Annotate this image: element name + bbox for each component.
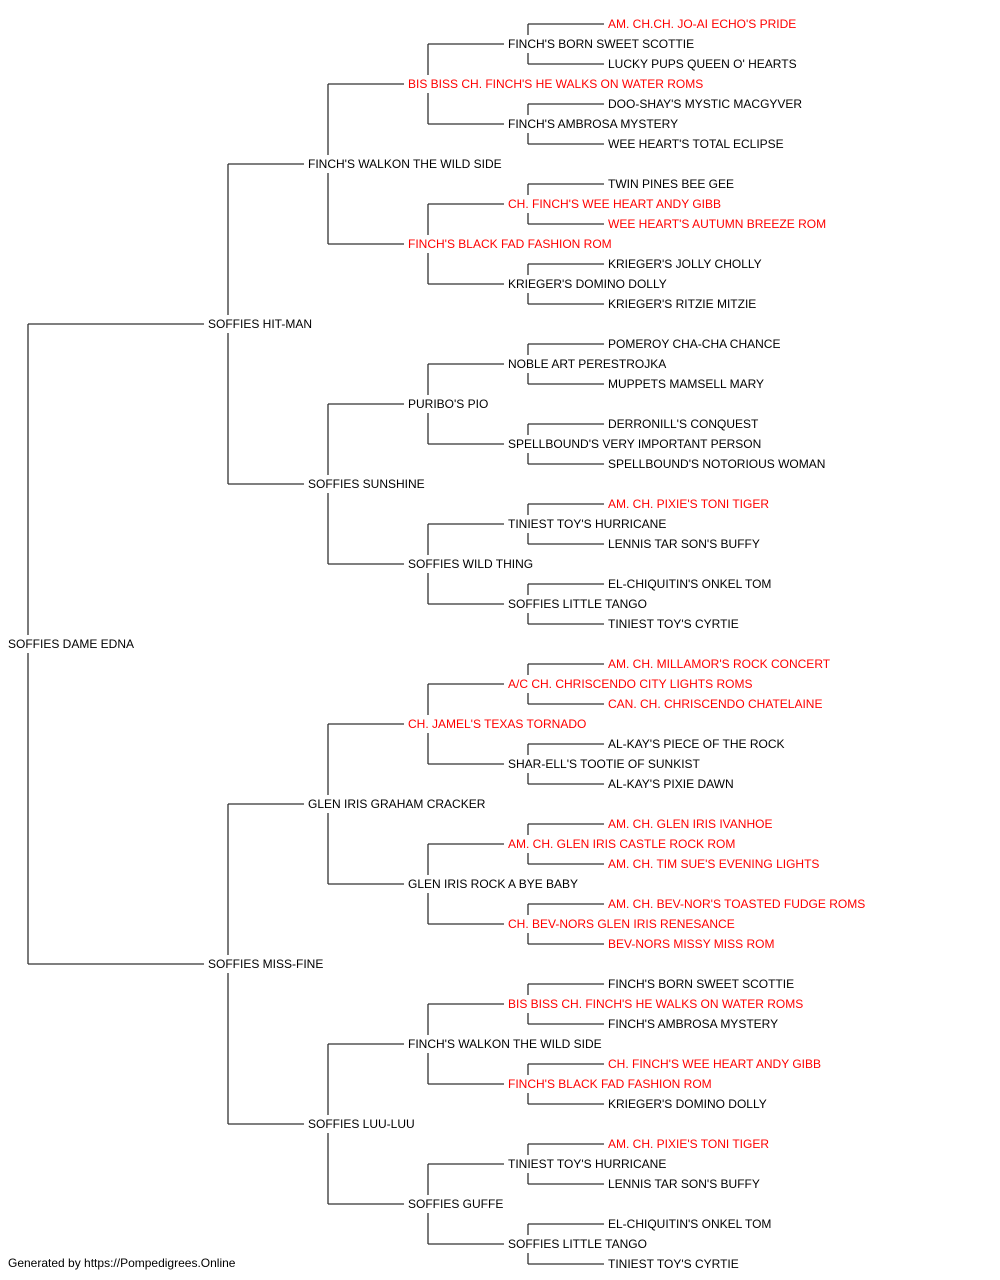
dog-name-label: SOFFIES LUU-LUU [308, 1117, 415, 1131]
dog-name-label: AM. CH.CH. JO-AI ECHO'S PRIDE [608, 17, 796, 31]
dog-name-label: SOFFIES WILD THING [408, 557, 533, 571]
dog-name-label: SOFFIES SUNSHINE [308, 477, 425, 491]
dog-name-label: DERRONILL'S CONQUEST [608, 417, 759, 431]
dog-name-label: KRIEGER'S DOMINO DOLLY [508, 277, 667, 291]
dog-name-label: AM. CH. GLEN IRIS CASTLE ROCK ROM [508, 837, 735, 851]
dog-name-label: WEE HEART'S AUTUMN BREEZE ROM [608, 217, 826, 231]
dog-name-label: AM. CH. TIM SUE'S EVENING LIGHTS [608, 857, 819, 871]
dog-name-label: BEV-NORS MISSY MISS ROM [608, 937, 774, 951]
dog-name-label: TINIEST TOY'S CYRTIE [608, 1257, 739, 1271]
dog-name-label: CH. FINCH'S WEE HEART ANDY GIBB [508, 197, 721, 211]
dog-name-label: A/C CH. CHRISCENDO CITY LIGHTS ROMS [508, 677, 752, 691]
dog-name-label: FINCH'S BORN SWEET SCOTTIE [508, 37, 694, 51]
dog-name-label: KRIEGER'S JOLLY CHOLLY [608, 257, 762, 271]
dog-name-label: SOFFIES HIT-MAN [208, 317, 312, 331]
dog-name-label: SOFFIES MISS-FINE [208, 957, 323, 971]
dog-name-label: KRIEGER'S RITZIE MITZIE [608, 297, 756, 311]
dog-name-label: AM. CH. PIXIE'S TONI TIGER [608, 1137, 769, 1151]
dog-name-label: GLEN IRIS GRAHAM CRACKER [308, 797, 486, 811]
dog-name-label: LUCKY PUPS QUEEN O' HEARTS [608, 57, 797, 71]
dog-name-label: AM. CH. PIXIE'S TONI TIGER [608, 497, 769, 511]
dog-name-label: FINCH'S BLACK FAD FASHION ROM [508, 1077, 712, 1091]
dog-name-label: AM. CH. MILLAMOR'S ROCK CONCERT [608, 657, 831, 671]
dog-name-label: CH. JAMEL'S TEXAS TORNADO [408, 717, 586, 731]
dog-name-label: AM. CH. BEV-NOR'S TOASTED FUDGE ROMS [608, 897, 865, 911]
dog-name-label: SPELLBOUND'S NOTORIOUS WOMAN [608, 457, 825, 471]
dog-name-label: AM. CH. GLEN IRIS IVANHOE [608, 817, 772, 831]
dog-name-label: TINIEST TOY'S HURRICANE [508, 1157, 666, 1171]
dog-name-label: SOFFIES GUFFE [408, 1197, 503, 1211]
dog-name-label: PURIBO'S PIO [408, 397, 488, 411]
dog-name-label: SHAR-ELL'S TOOTIE OF SUNKIST [508, 757, 701, 771]
dog-name-label: SOFFIES DAME EDNA [8, 637, 134, 651]
dog-name-label: BIS BISS CH. FINCH'S HE WALKS ON WATER R… [508, 997, 803, 1011]
dog-name-label: WEE HEART'S TOTAL ECLIPSE [608, 137, 784, 151]
dog-name-label: FINCH'S BORN SWEET SCOTTIE [608, 977, 794, 991]
dog-name-label: SOFFIES LITTLE TANGO [508, 1237, 647, 1251]
dog-name-label: FINCH'S WALKON THE WILD SIDE [308, 157, 502, 171]
dog-name-label: SPELLBOUND'S VERY IMPORTANT PERSON [508, 437, 761, 451]
dog-name-label: POMEROY CHA-CHA CHANCE [608, 337, 780, 351]
dog-name-label: LENNIS TAR SON'S BUFFY [608, 1177, 760, 1191]
dog-name-label: NOBLE ART PERESTROJKA [508, 357, 666, 371]
dog-name-label: BIS BISS CH. FINCH'S HE WALKS ON WATER R… [408, 77, 703, 91]
dog-name-label: CAN. CH. CHRISCENDO CHATELAINE [608, 697, 822, 711]
dog-name-label: AL-KAY'S PIXIE DAWN [608, 777, 734, 791]
dog-name-label: EL-CHIQUITIN'S ONKEL TOM [608, 1217, 771, 1231]
dog-name-label: TINIEST TOY'S HURRICANE [508, 517, 666, 531]
dog-name-label: CH. FINCH'S WEE HEART ANDY GIBB [608, 1057, 821, 1071]
dog-name-label: GLEN IRIS ROCK A BYE BABY [408, 877, 578, 891]
dog-name-label: FINCH'S AMBROSA MYSTERY [608, 1017, 778, 1031]
dog-name-label: LENNIS TAR SON'S BUFFY [608, 537, 760, 551]
dog-name-label: SOFFIES LITTLE TANGO [508, 597, 647, 611]
dog-name-label: AL-KAY'S PIECE OF THE ROCK [608, 737, 785, 751]
dog-name-label: TWIN PINES BEE GEE [608, 177, 734, 191]
dog-name-label: DOO-SHAY'S MYSTIC MACGYVER [608, 97, 802, 111]
dog-name-label: FINCH'S BLACK FAD FASHION ROM [408, 237, 612, 251]
dog-name-label: TINIEST TOY'S CYRTIE [608, 617, 739, 631]
dog-name-label: EL-CHIQUITIN'S ONKEL TOM [608, 577, 771, 591]
dog-name-label: KRIEGER'S DOMINO DOLLY [608, 1097, 767, 1111]
footer-credit: Generated by https://Pompedigrees.Online [8, 1256, 236, 1270]
dog-name-label: FINCH'S AMBROSA MYSTERY [508, 117, 678, 131]
dog-name-label: FINCH'S WALKON THE WILD SIDE [408, 1037, 602, 1051]
dog-name-label: MUPPETS MAMSELL MARY [608, 377, 764, 391]
dog-name-label: CH. BEV-NORS GLEN IRIS RENESANCE [508, 917, 735, 931]
